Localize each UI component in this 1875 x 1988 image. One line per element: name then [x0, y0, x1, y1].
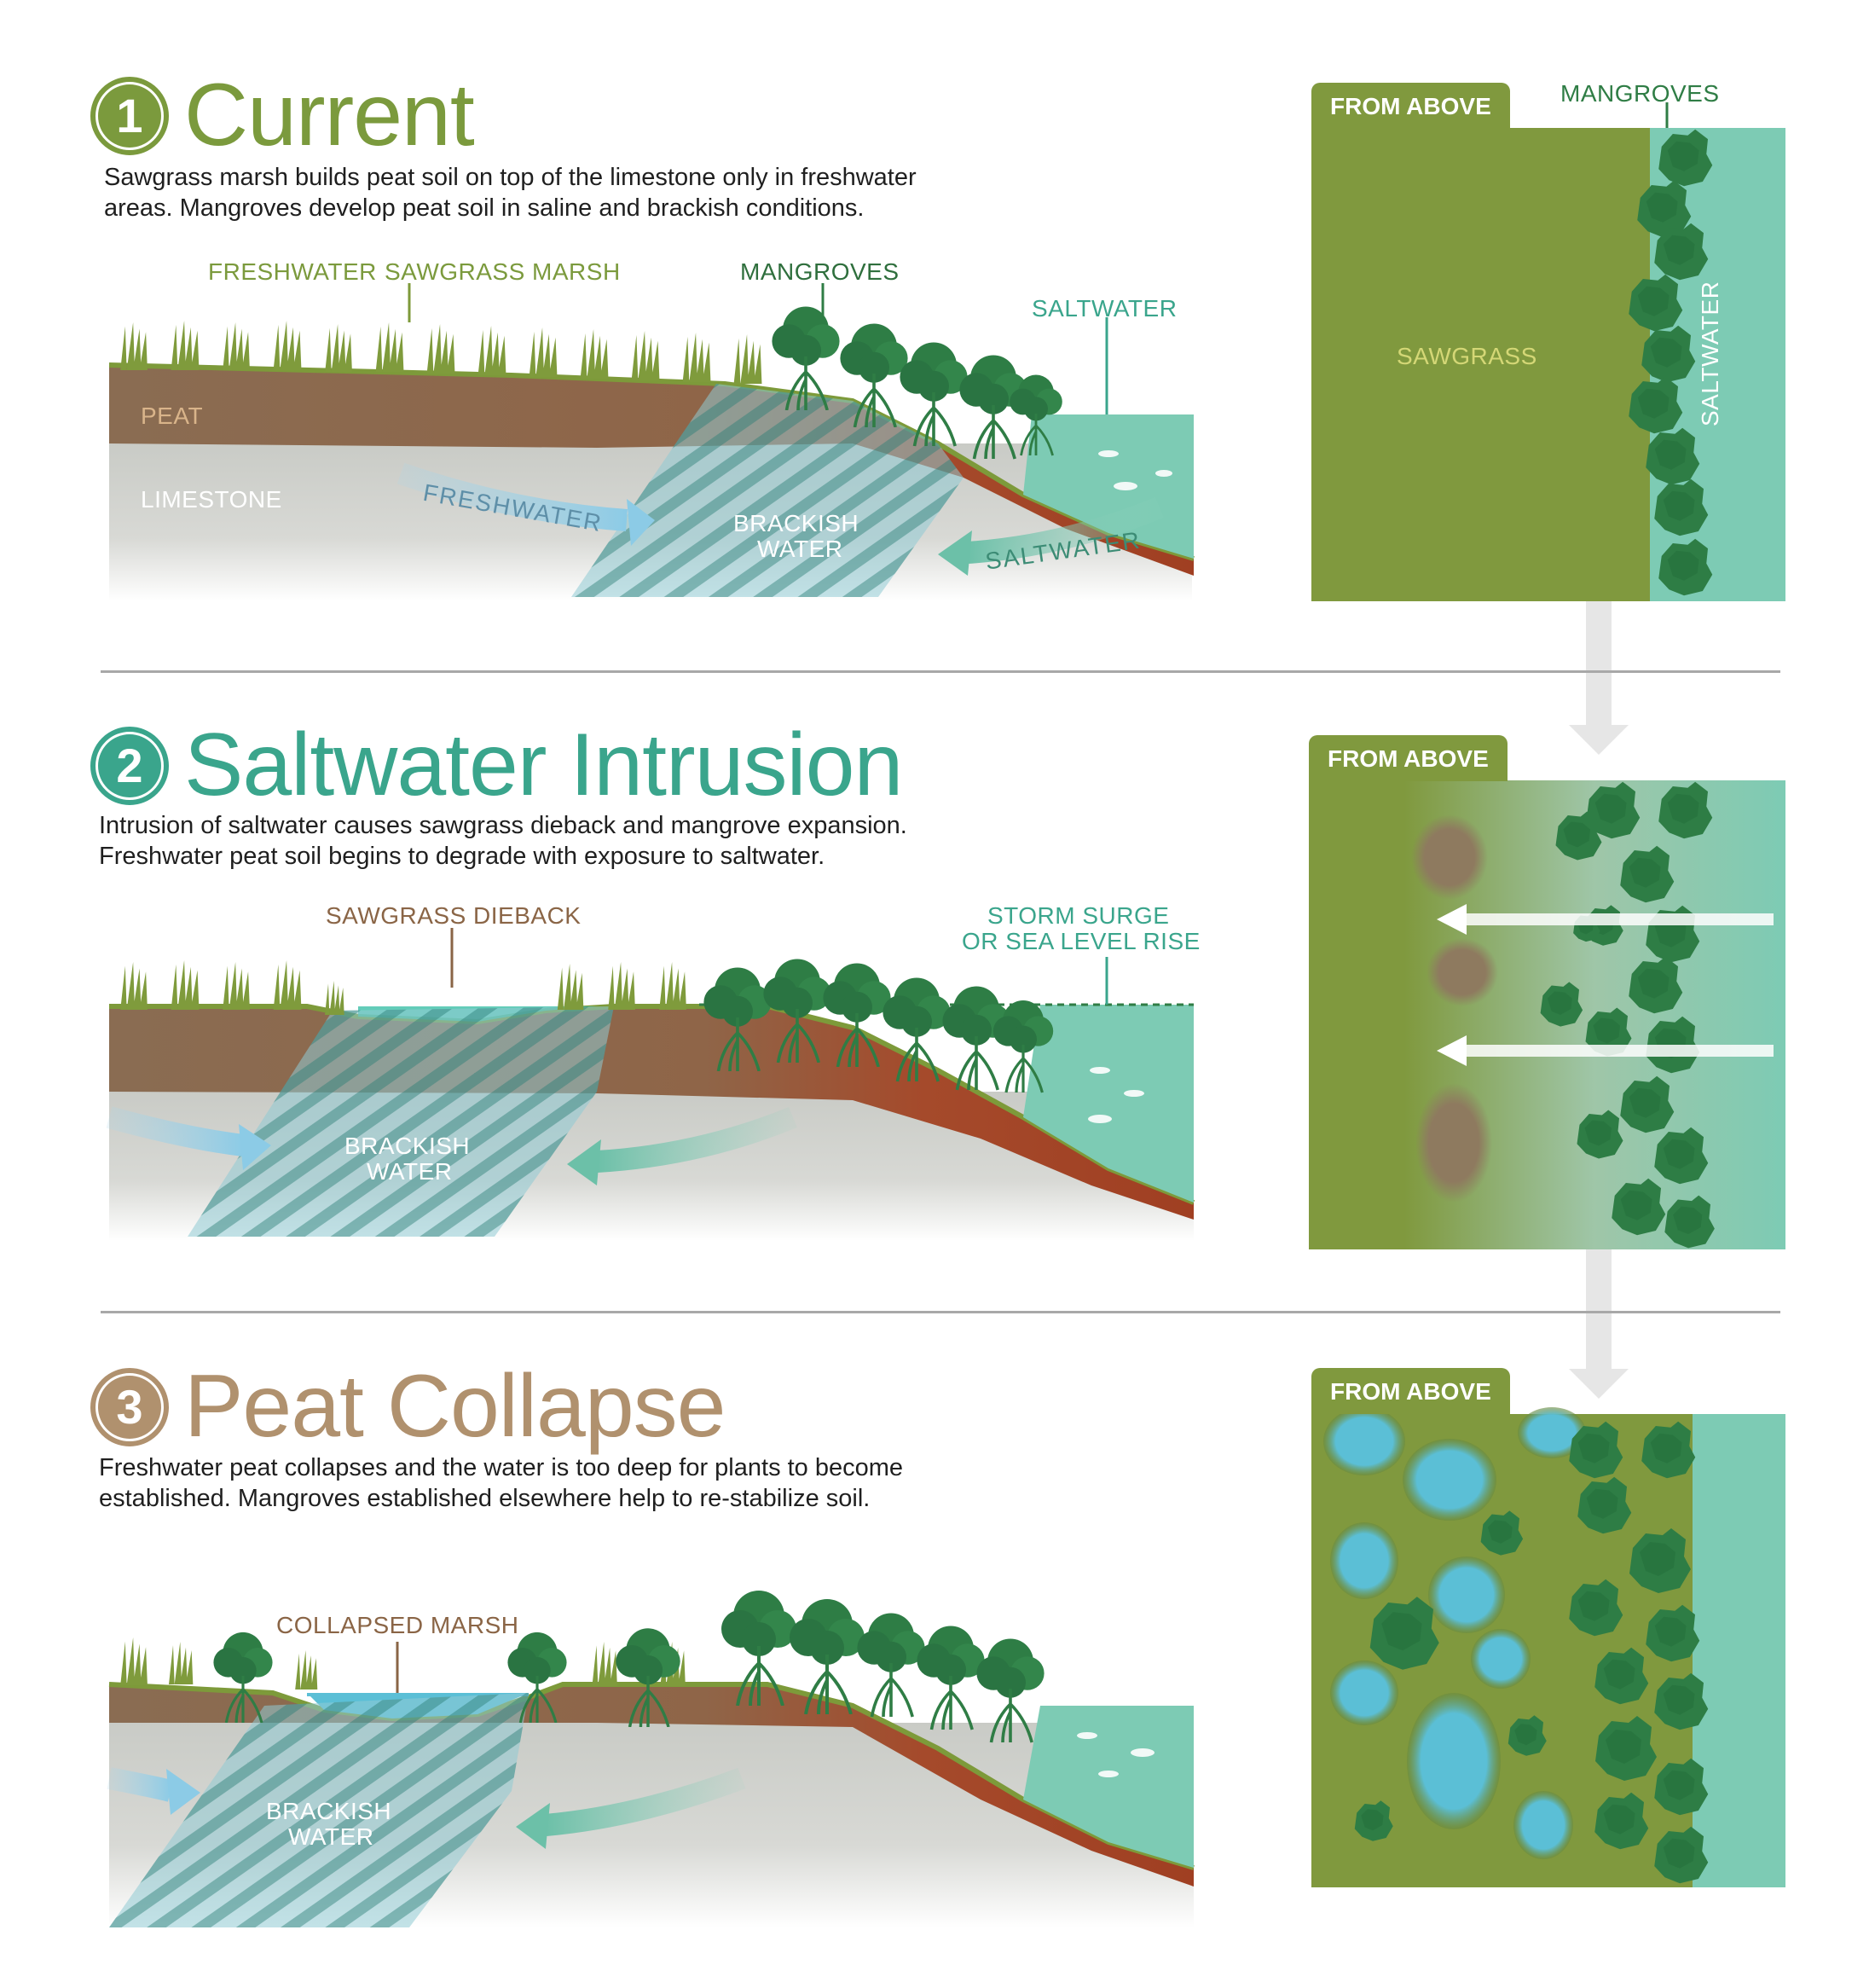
aerial-panel-2: [1309, 780, 1785, 1249]
label-brackish: BRACKISH: [266, 1798, 392, 1824]
diagram-1: [108, 283, 1195, 601]
section-2-title: 2 Saltwater Intrusion: [90, 715, 903, 816]
label-collapsed-marsh: COLLAPSED MARSH: [276, 1612, 519, 1638]
aerial-label-saltwater: SALTWATER: [1697, 281, 1723, 426]
section-3-description: Freshwater peat collapses and the water …: [99, 1454, 904, 1512]
aerial-panel-1: [1311, 102, 1785, 601]
section-divider: [101, 670, 1780, 673]
from-above-tab: FROM ABOVE: [1311, 1368, 1510, 1414]
label-sawgrass-dieback: SAWGRASS DIEBACK: [326, 902, 582, 929]
from-above-tab: FROM ABOVE: [1311, 83, 1510, 129]
label-mangroves: MANGROVES: [740, 258, 900, 285]
label-peat: PEAT: [141, 403, 204, 429]
label-brackish: BRACKISH: [344, 1133, 471, 1159]
aerial-label-mangroves: MANGROVES: [1560, 80, 1720, 107]
diagram-3: [107, 1589, 1195, 1927]
label-saltwater: SALTWATER: [1032, 295, 1178, 322]
ponds: [1323, 1407, 1586, 1859]
section-2-description: Intrusion of saltwater causes sawgrass d…: [99, 812, 907, 870]
label-freshwater: FRESHWATER: [208, 258, 377, 285]
label-sawgrass-marsh: SAWGRASS MARSH: [385, 258, 621, 285]
from-above-tab: FROM ABOVE: [1309, 735, 1508, 781]
down-arrow-1: [1569, 601, 1629, 755]
label-storm-surge: STORM SURGE: [987, 902, 1170, 929]
diagram-2: [106, 928, 1195, 1241]
step-badge: 3: [90, 1367, 169, 1446]
fish: [1098, 450, 1172, 490]
label-limestone: LIMESTONE: [141, 486, 282, 513]
section-divider: [101, 1311, 1780, 1313]
label-brackish: BRACKISH: [733, 510, 859, 536]
down-arrow-2: [1569, 1249, 1629, 1399]
label-sea-level-rise: OR SEA LEVEL RISE: [962, 928, 1201, 954]
label-brackish-water: WATER: [367, 1158, 453, 1185]
label-brackish-water: WATER: [757, 536, 843, 562]
aerial-label-sawgrass: SAWGRASS: [1397, 343, 1537, 369]
section-3-title: 3 Peat Collapse: [90, 1356, 726, 1458]
step-badge: 2: [90, 726, 169, 805]
section-1-description: Sawgrass marsh builds peat soil on top o…: [104, 164, 917, 222]
section-1-title: 1 Current: [90, 65, 475, 166]
label-brackish-water: WATER: [288, 1823, 374, 1850]
aerial-panel-3: [1311, 1407, 1785, 1887]
step-badge: 1: [90, 76, 169, 155]
